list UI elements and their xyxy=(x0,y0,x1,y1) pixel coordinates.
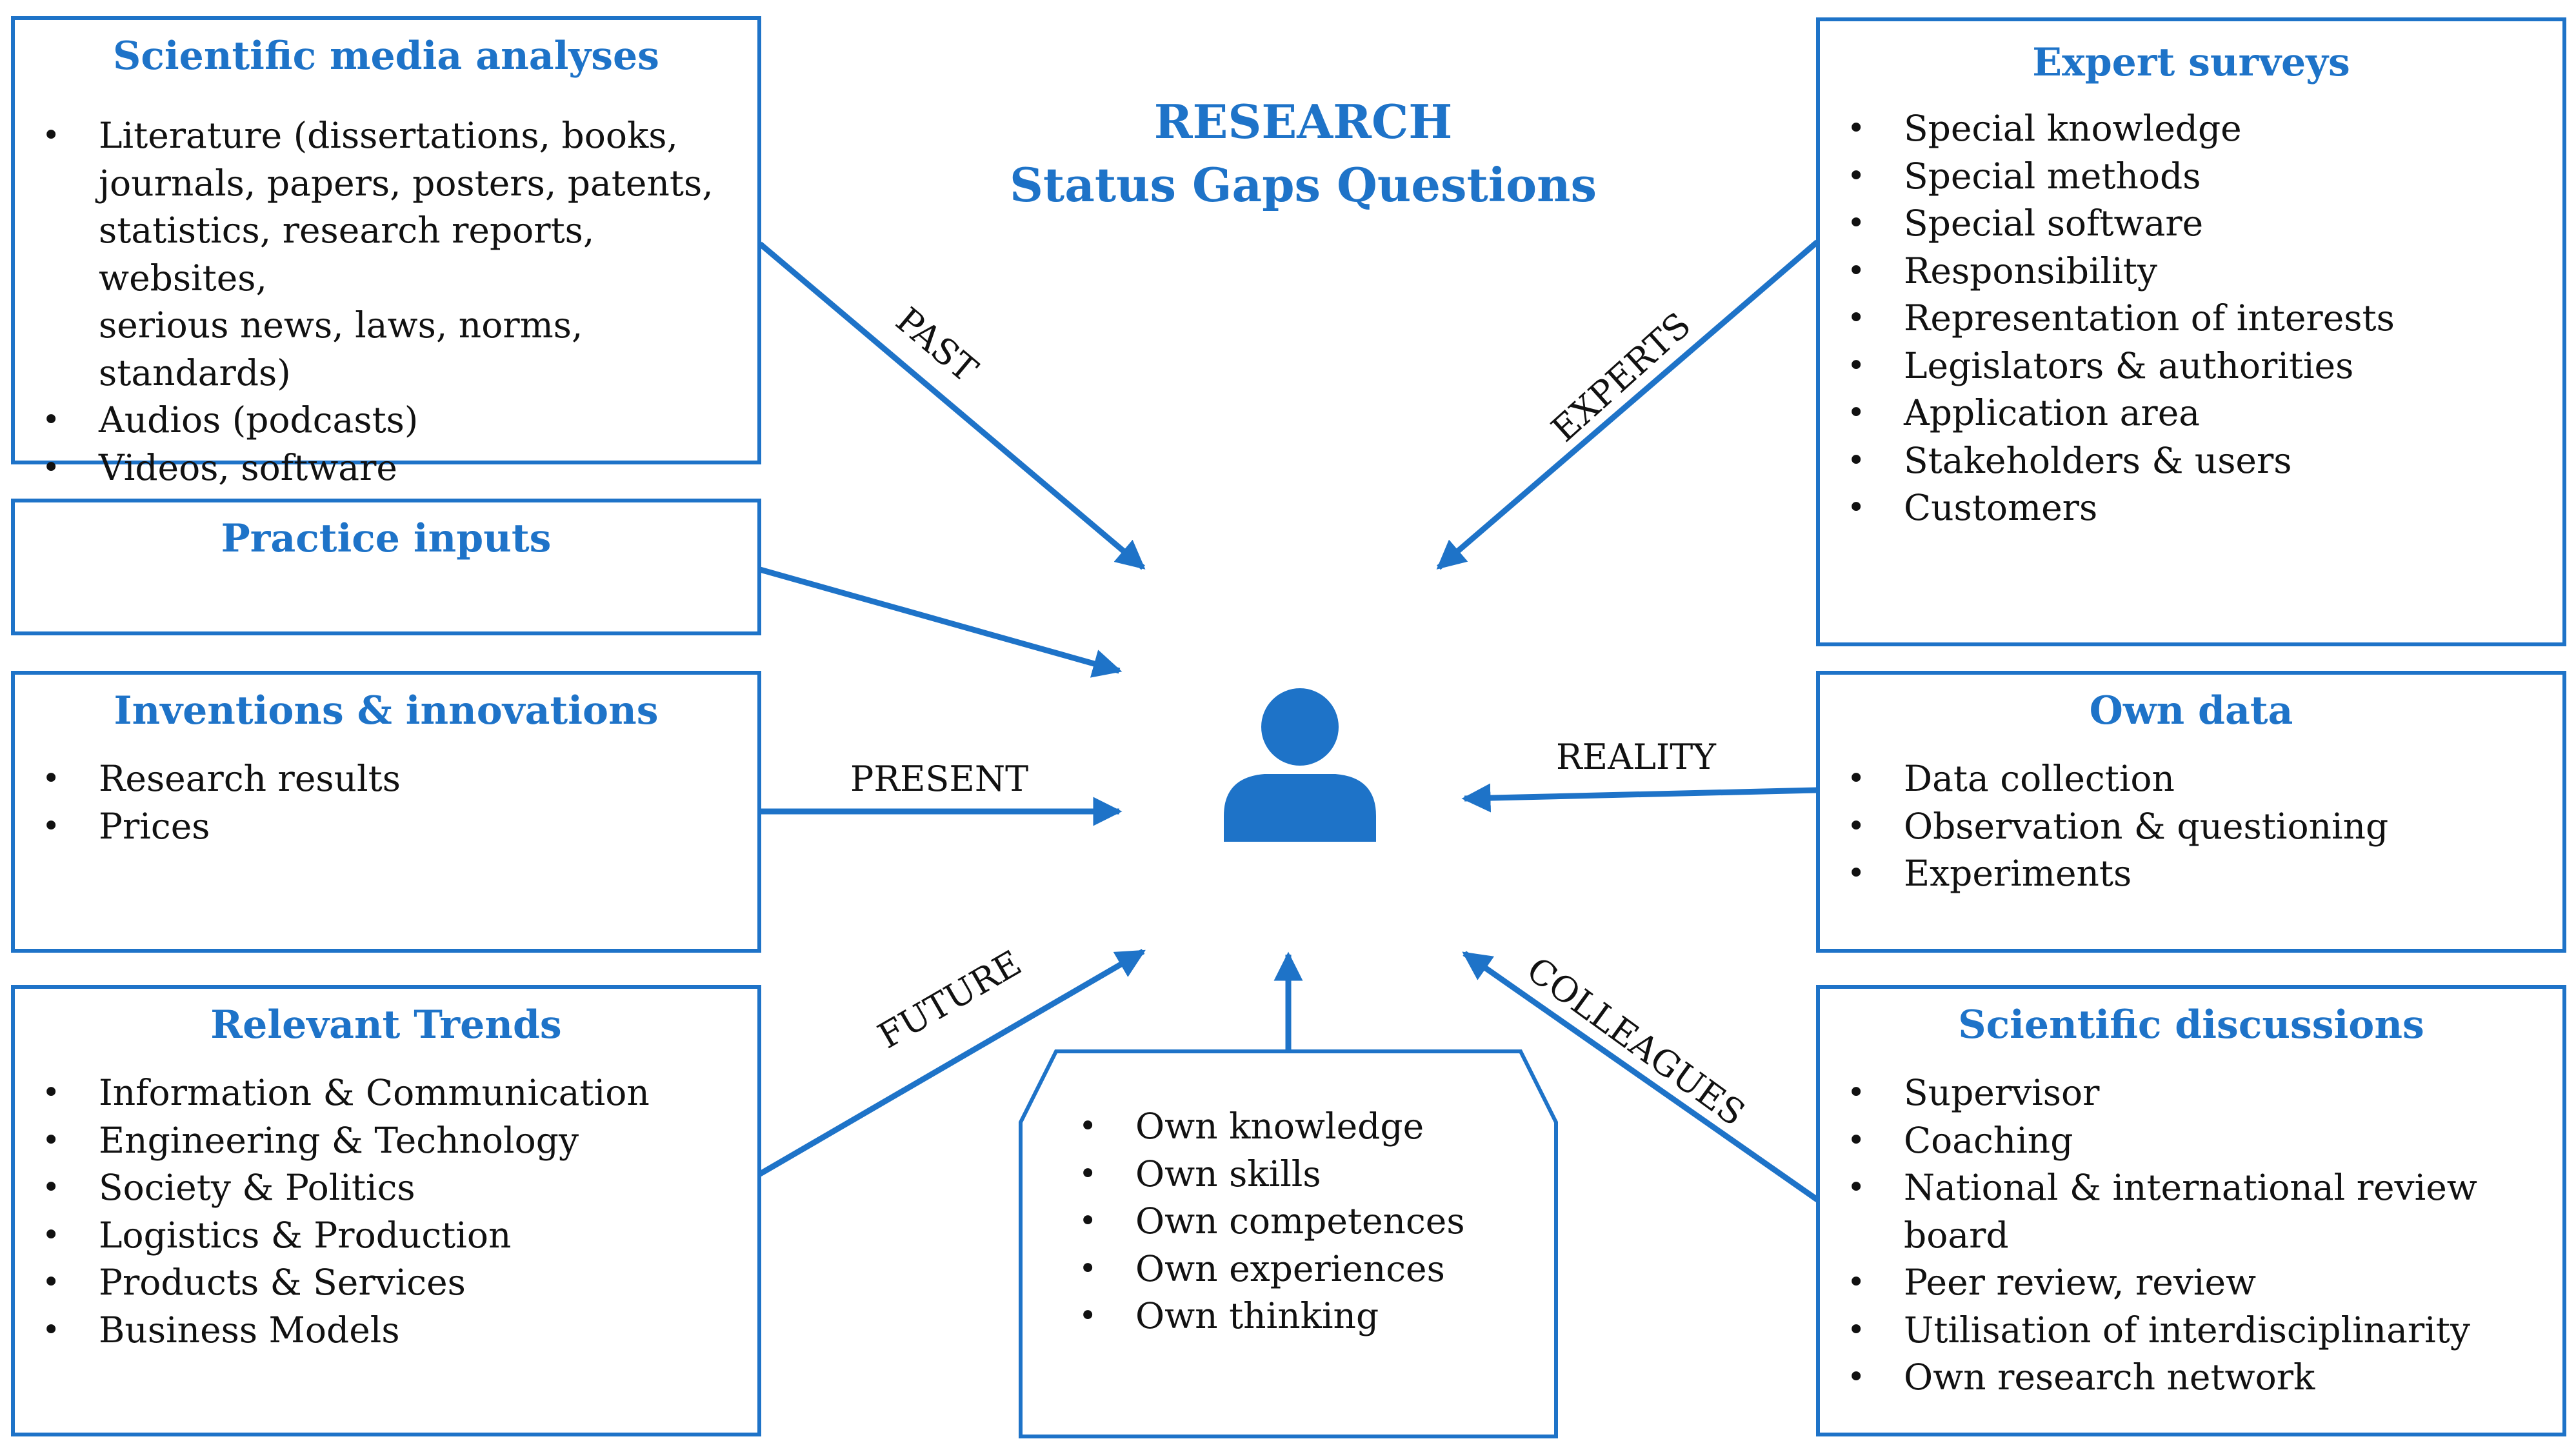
list-item: serious news, laws, norms, xyxy=(99,304,583,346)
list-item: Own thinking xyxy=(1071,1293,1465,1340)
list-item: Own skills xyxy=(1071,1151,1465,1198)
list-item: Literature (dissertations, books, xyxy=(34,112,757,160)
box-title: Scientific discussions xyxy=(1958,1002,2424,1048)
list-item: Own research network xyxy=(1839,1354,2477,1402)
list-item: Business Models xyxy=(34,1307,650,1355)
box-title: Inventions & innovations xyxy=(114,688,659,733)
bullet-list: Information & Communication Engineering … xyxy=(34,1069,650,1354)
list-item: Logistics & Production xyxy=(34,1212,650,1260)
box-scientific-media: Scientific media analyses Literature (di… xyxy=(11,16,761,492)
list-item: Application area xyxy=(1839,390,2395,437)
list-item: Videos, software xyxy=(34,444,757,492)
list-item: Responsibility xyxy=(1839,248,2395,295)
arrow-colleagues xyxy=(1462,951,1819,1202)
box-title: Relevant Trends xyxy=(210,1002,562,1048)
bullet-list: Special knowledge Special methods Specia… xyxy=(1839,105,2395,532)
box-title: Scientific media analyses xyxy=(113,34,659,79)
list-item: Prices xyxy=(34,803,401,851)
bullet-list: Supervisor Coaching National & internati… xyxy=(1839,1069,2477,1402)
list-item: Special software xyxy=(1839,200,2395,248)
box-practice-inputs: Practice inputs xyxy=(11,499,761,635)
list-item: Research results xyxy=(34,755,401,803)
arrow-reality xyxy=(1461,783,1818,813)
list-item: Representation of interests xyxy=(1839,295,2395,343)
list-item: standards) xyxy=(99,352,291,393)
list-item: board xyxy=(1904,1214,2009,1256)
arrow-practice xyxy=(759,566,1123,678)
box-title: Own data xyxy=(2089,688,2293,733)
box-inventions: Inventions & innovations Research result… xyxy=(11,671,761,953)
list-item: Observation & questioning xyxy=(1839,803,2388,851)
list-item: Peer review, review xyxy=(1839,1259,2477,1307)
research-title-line2: Status Gaps Questions xyxy=(1009,157,1597,212)
list-item: Special methods xyxy=(1839,153,2395,201)
list-item: Engineering & Technology xyxy=(34,1117,650,1165)
research-title-line1: RESEARCH xyxy=(1153,94,1453,149)
bullet-list: Research results Prices xyxy=(34,755,401,850)
list-item: Audios (podcasts) xyxy=(34,397,757,444)
list-item: National & international review xyxy=(1839,1164,2477,1212)
bullet-list: Data collection Observation & questionin… xyxy=(1839,755,2388,898)
person-icon xyxy=(1224,688,1376,842)
box-title: Practice inputs xyxy=(221,516,552,561)
research-title: RESEARCH Status Gaps Questions xyxy=(903,90,1703,217)
list-item: Coaching xyxy=(1839,1117,2477,1165)
label-present: PRESENT xyxy=(850,759,1029,799)
list-item: Products & Services xyxy=(34,1259,650,1307)
box-scientific-discussions: Scientific discussions Supervisor Coachi… xyxy=(1816,985,2566,1436)
box-trends: Relevant Trends Information & Communicat… xyxy=(11,985,761,1436)
list-item: Special knowledge xyxy=(1839,105,2395,153)
list-item: Customers xyxy=(1839,484,2395,532)
bullet-list: Literature (dissertations, books, journa… xyxy=(34,112,757,492)
arrow-experts xyxy=(1436,239,1819,570)
list-item: Information & Communication xyxy=(34,1069,650,1117)
list-item: Supervisor xyxy=(1839,1069,2477,1117)
list-item: Data collection xyxy=(1839,755,2388,803)
list-item: statistics, research reports, websites, xyxy=(99,210,595,299)
list-item: journals, papers, posters, patents, xyxy=(99,162,714,204)
list-item: Own competences xyxy=(1071,1198,1465,1246)
list-item: Own experiences xyxy=(1071,1246,1465,1293)
arrow-past xyxy=(758,241,1146,570)
box-own-data: Own data Data collection Observation & q… xyxy=(1816,671,2566,953)
arrow-future xyxy=(758,949,1146,1177)
own-bullet-list: Own knowledge Own skills Own competences… xyxy=(1071,1103,1465,1340)
box-expert-surveys: Expert surveys Special knowledge Special… xyxy=(1816,17,2566,646)
list-item: Experiments xyxy=(1839,850,2388,898)
list-item: Legislators & authorities xyxy=(1839,343,2395,390)
list-item: Own knowledge xyxy=(1071,1103,1465,1151)
box-title: Expert surveys xyxy=(2032,40,2350,85)
list-item: Society & Politics xyxy=(34,1164,650,1212)
label-reality: REALITY xyxy=(1556,737,1716,777)
list-item: Utilisation of interdisciplinarity xyxy=(1839,1307,2477,1355)
list-item: Stakeholders & users xyxy=(1839,437,2395,485)
